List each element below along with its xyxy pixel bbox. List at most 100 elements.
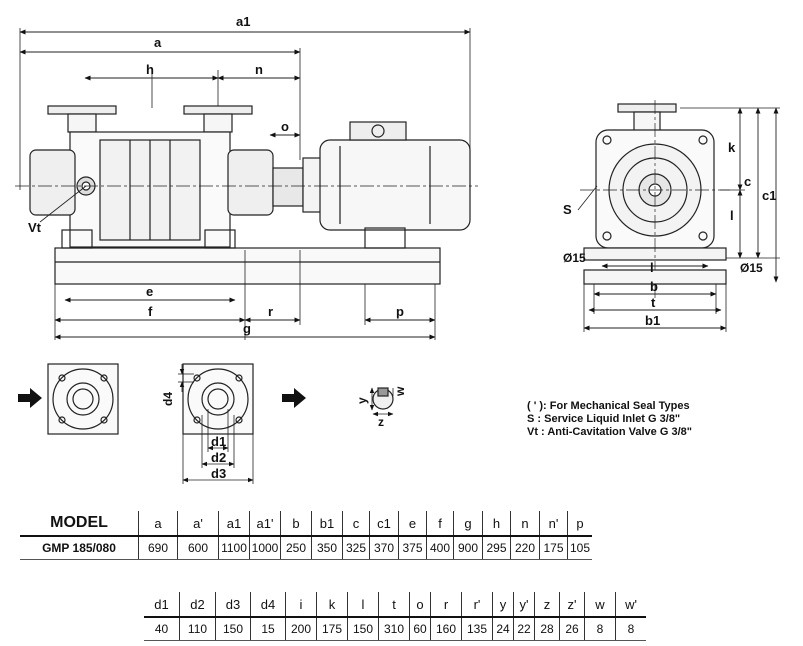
table-cell: 375 [398, 536, 427, 560]
side-view [15, 28, 478, 340]
dim-n: n [255, 62, 263, 77]
table-header-cell: e [398, 511, 427, 537]
table-row: GMP 185/080 690 600 1100 1000 250 350 32… [20, 536, 592, 560]
dim-d1: d1 [211, 434, 226, 449]
table-header-cell: i [285, 592, 317, 618]
side-view-labels: a1 a h n o Vt e f g r p [28, 14, 404, 336]
table-header-cell: c1 [369, 511, 399, 537]
table-header-cell: y [492, 592, 514, 618]
table-cell-model: GMP 185/080 [20, 536, 139, 560]
table-header-cell: w' [615, 592, 646, 618]
table-cell: 40 [144, 617, 180, 641]
dim-phi15-right: Ø15 [740, 261, 763, 275]
dim-d3: d3 [211, 466, 226, 481]
dim-z: z [378, 415, 384, 429]
table-header-cell: MODEL [20, 511, 139, 537]
dim-e: e [146, 284, 153, 299]
dimension-table-2: d1 d2 d3 d4 i k l t o r r' y y' z z' w w… [144, 592, 646, 641]
table-header-cell: a [138, 511, 178, 537]
table-header-cell: o [409, 592, 431, 618]
dim-a: a [154, 35, 162, 50]
table-header-cell: k [316, 592, 348, 618]
table-header-row: d1 d2 d3 d4 i k l t o r r' y y' z z' w w… [144, 592, 646, 618]
table-header-cell: f [426, 511, 454, 537]
table-header-cell: n [510, 511, 540, 537]
table-cell: 900 [453, 536, 483, 560]
table-cell: 310 [378, 617, 410, 641]
table-cell: 325 [342, 536, 370, 560]
table-header-cell: p [567, 511, 592, 537]
table-header-cell: a' [177, 511, 219, 537]
table-header-cell: h [482, 511, 511, 537]
table-cell: 400 [426, 536, 454, 560]
table-cell: 175 [539, 536, 568, 560]
table-header-cell: n' [539, 511, 568, 537]
table-header-cell: l [347, 592, 379, 618]
table-header-cell: r [430, 592, 462, 618]
dim-r: r [268, 304, 273, 319]
dim-d2: d2 [211, 450, 226, 465]
table-cell: 60 [409, 617, 431, 641]
table-header-row: MODEL a a' a1 a1' b b1 c c1 e f g h n n'… [20, 511, 592, 537]
dim-l-side: l [730, 208, 734, 223]
table-cell: 175 [316, 617, 348, 641]
dim-h: h [146, 62, 154, 77]
table-cell: 1000 [249, 536, 281, 560]
table-cell: 28 [534, 617, 560, 641]
table-cell: 22 [513, 617, 535, 641]
table-header-cell: d1 [144, 592, 180, 618]
note-mechanical-seal: ( ' ): For Mechanical Seal Types [527, 400, 690, 412]
table-header-cell: z' [559, 592, 585, 618]
table-header-cell: d2 [179, 592, 216, 618]
table-header-cell: b1 [311, 511, 343, 537]
table-cell: 150 [215, 617, 251, 641]
dim-k: k [728, 140, 736, 155]
table-header-cell: c [342, 511, 370, 537]
table-cell: 295 [482, 536, 511, 560]
table-cell: 8 [615, 617, 646, 641]
flange-labels: d4 d1 d2 d3 y w z [161, 386, 407, 481]
table-cell: 690 [138, 536, 178, 560]
dim-o: o [281, 119, 289, 134]
note-anti-cavitation: Vt : Anti-Cavitation Valve G 3/8" [527, 426, 692, 438]
table-header-cell: d4 [250, 592, 286, 618]
dimension-table-1: MODEL a a' a1 a1' b b1 c c1 e f g h n n'… [20, 511, 592, 560]
dim-p: p [396, 304, 404, 319]
dim-f: f [148, 304, 153, 319]
note-service-liquid: S : Service Liquid Inlet G 3/8" [527, 413, 681, 425]
table-cell: 8 [584, 617, 616, 641]
table-cell: 15 [250, 617, 286, 641]
dim-c1: c1 [762, 188, 776, 203]
table-header-cell: a1 [218, 511, 250, 537]
dim-b1: b1 [645, 313, 660, 328]
table-cell: 200 [285, 617, 317, 641]
dim-w: w [393, 386, 407, 397]
dim-d4: d4 [161, 392, 175, 406]
table-header-cell: a1' [249, 511, 281, 537]
table-row: 40 110 150 15 200 175 150 310 60 160 135… [144, 617, 646, 641]
legend-notes: ( ' ): For Mechanical Seal Types S : Ser… [527, 400, 692, 439]
front-view-labels: k c c1 l S Ø15 l Ø15 b t b1 [563, 140, 776, 328]
dim-g: g [243, 321, 251, 336]
table-cell: 250 [280, 536, 312, 560]
dim-t: t [651, 295, 656, 310]
flange-details [18, 363, 394, 484]
table-cell: 105 [567, 536, 592, 560]
table-cell: 150 [347, 617, 379, 641]
table-header-cell: d3 [215, 592, 251, 618]
table-header-cell: r' [461, 592, 493, 618]
table-header-cell: t [378, 592, 410, 618]
table-header-cell: z [534, 592, 560, 618]
front-view [577, 100, 780, 332]
table-cell: 350 [311, 536, 343, 560]
dim-vt: Vt [28, 220, 42, 235]
table-header-cell: y' [513, 592, 535, 618]
table-cell: 1100 [218, 536, 250, 560]
dim-b: b [650, 279, 658, 294]
table-header-cell: w [584, 592, 616, 618]
table-cell: 135 [461, 617, 493, 641]
table-cell: 24 [492, 617, 514, 641]
dim-s: S [563, 202, 572, 217]
table-header-cell: g [453, 511, 483, 537]
